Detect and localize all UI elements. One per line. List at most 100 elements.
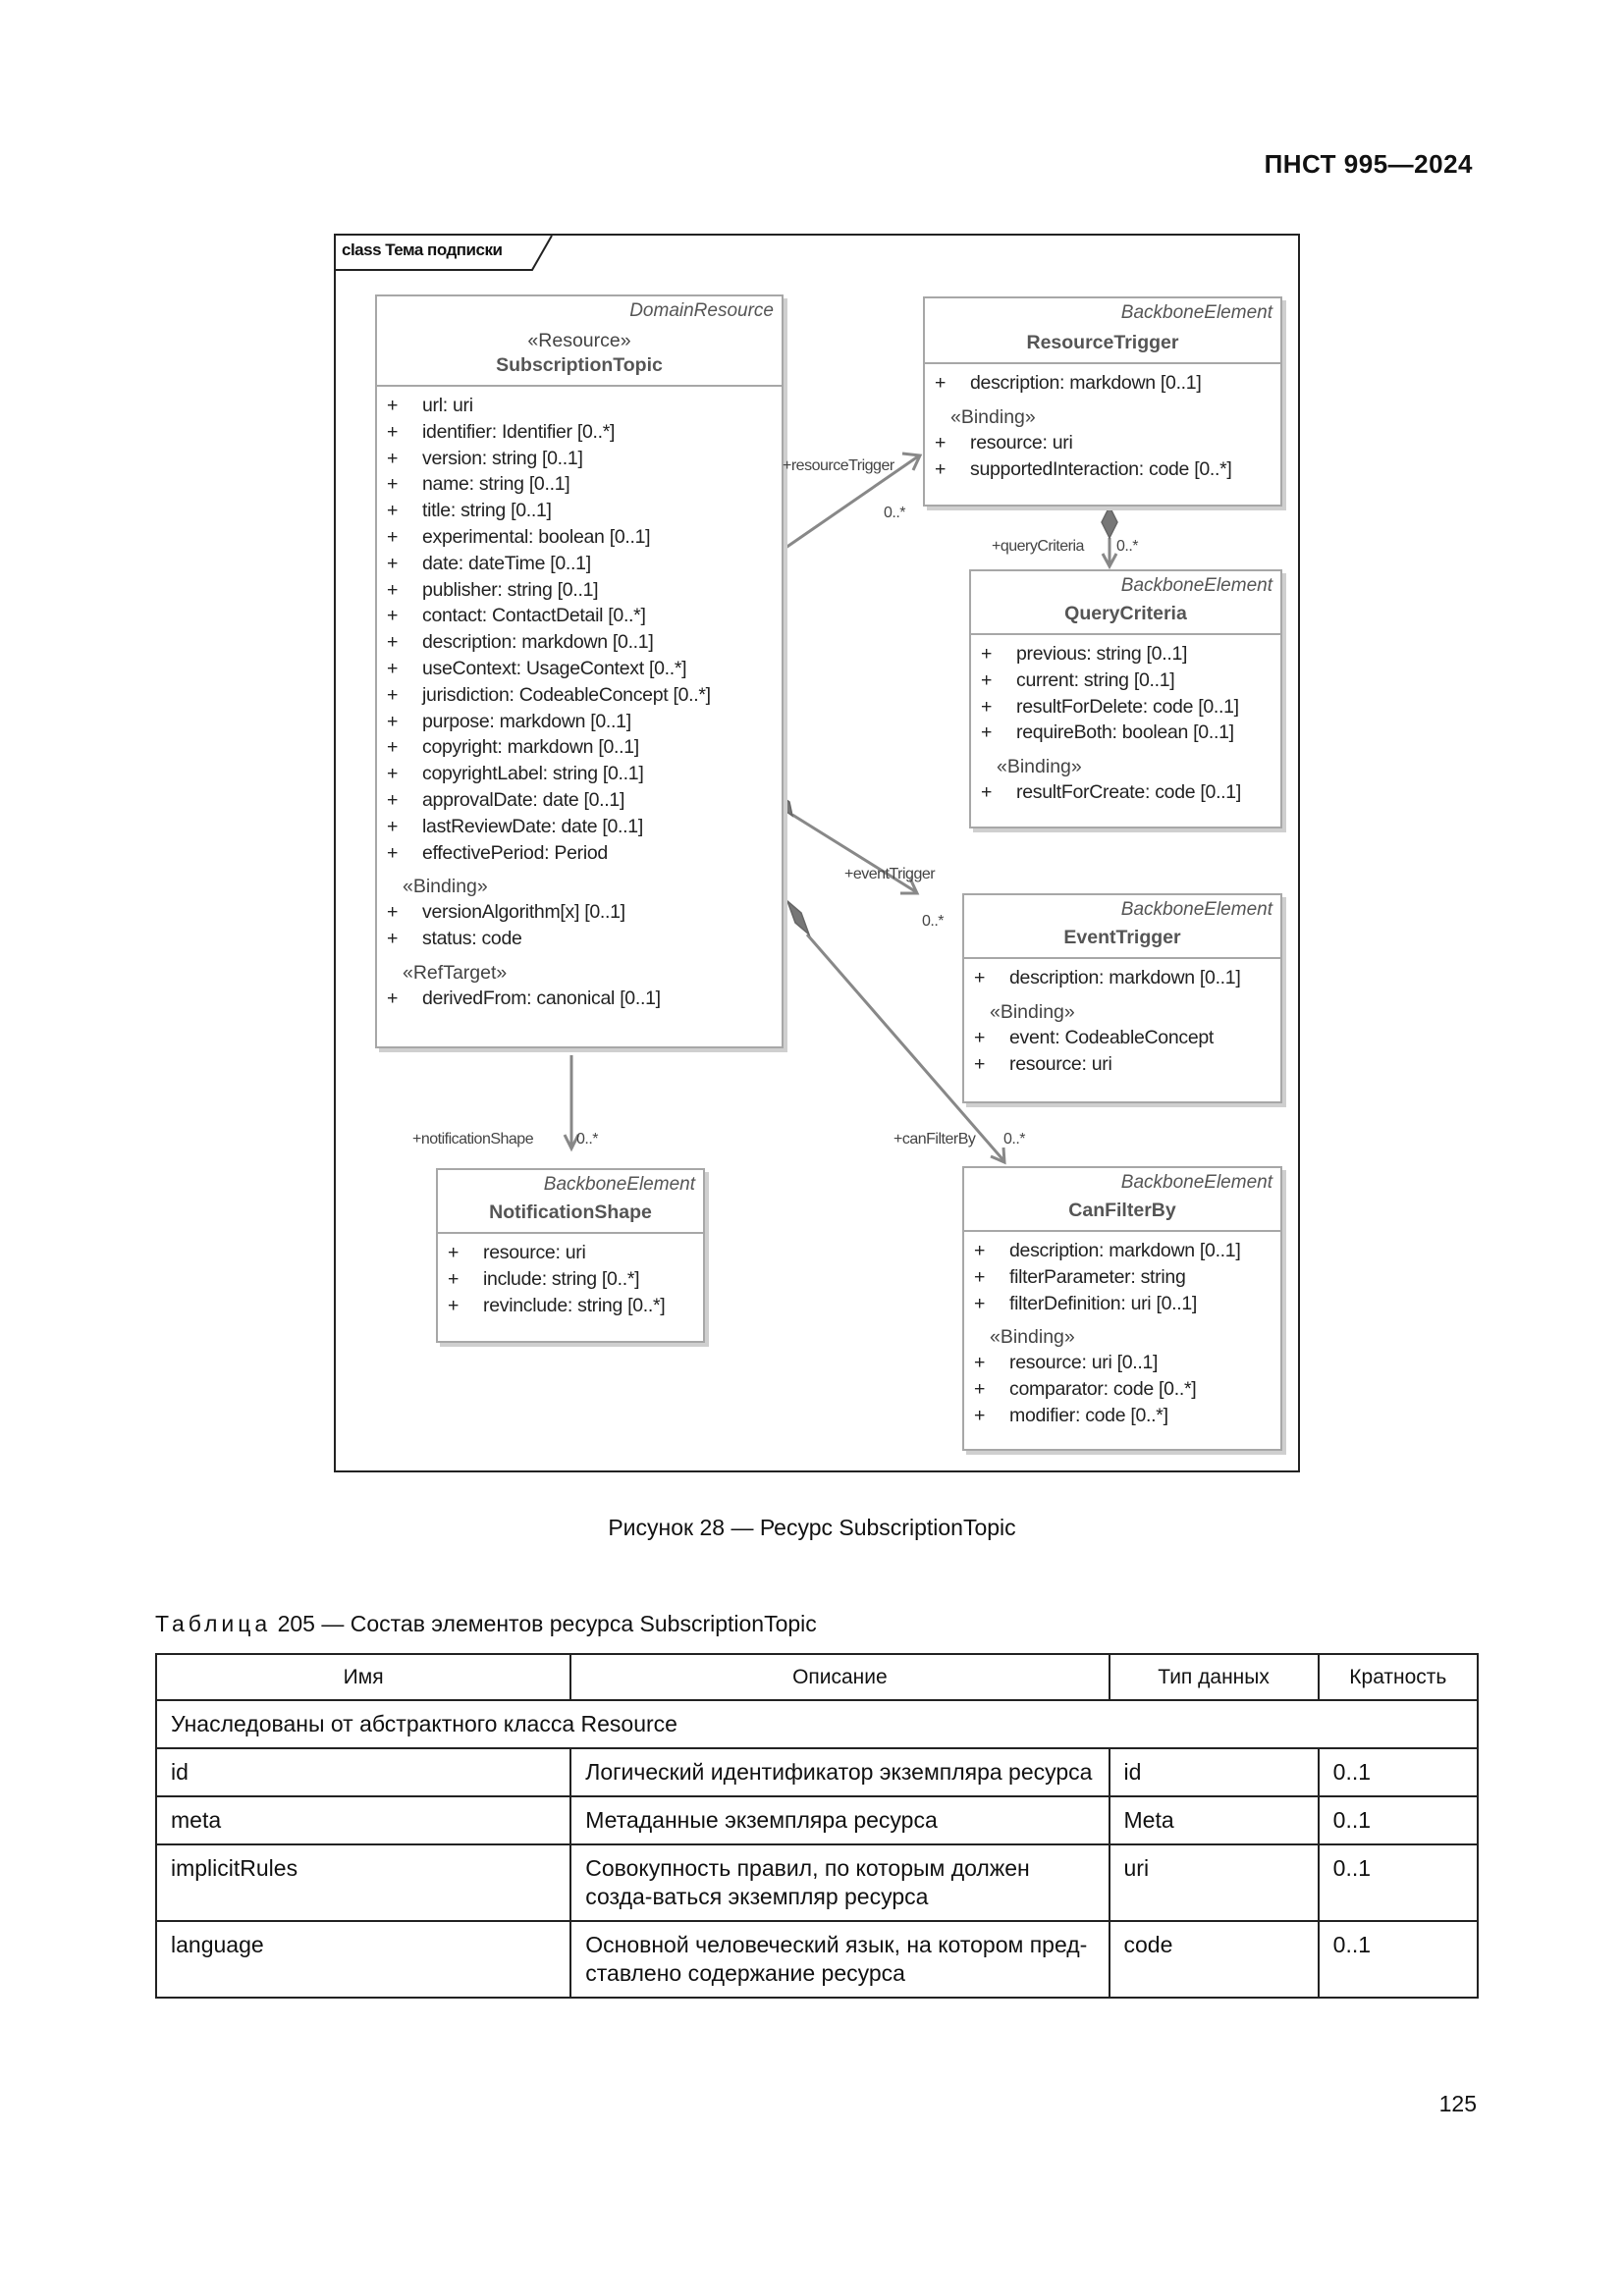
attribute-text: version: string [0..1] <box>422 447 583 469</box>
stereotype-label: «Resource» <box>527 330 631 351</box>
class-attribute: +title: string [0..1] <box>385 498 774 524</box>
cell-description: Основной человеческий язык, на котором п… <box>569 1920 1110 1999</box>
diagram-frame-label: class Тема подписки <box>342 240 503 259</box>
visibility-marker: + <box>387 447 399 469</box>
attribute-text: jurisdiction: CodeableConcept [0..*] <box>422 683 711 706</box>
class-attribute: +url: uri <box>385 393 774 419</box>
visibility-marker: + <box>935 431 947 454</box>
attribute-text: filterDefinition: uri [0..1] <box>1009 1292 1198 1314</box>
class-attributes: + description: markdown [0..1] «Binding»+e… <box>964 959 1280 1083</box>
class-attribute: + current: string [0..1] <box>979 667 1272 694</box>
class-resource-trigger: BackboneElement ResourceTrigger +descrip… <box>923 296 1282 507</box>
class-name: QueryCriteria <box>1064 603 1187 624</box>
table-title: Таблица 205 — Состав элементов ресурса S… <box>155 1611 817 1637</box>
class-query-criteria: BackboneElement QueryCriteria +previous:… <box>969 569 1282 828</box>
class-attribute: +revinclude: string [0..*] <box>446 1293 695 1319</box>
class-attribute: +description: markdown [0..1] <box>933 370 1272 397</box>
attribute-text: useContext: UsageContext [0..*] <box>422 657 687 679</box>
attribute-text: copyrightLabel: string [0..1] <box>422 763 644 785</box>
document-code: ПНСТ 995—2024 <box>1264 149 1473 179</box>
attribute-text: resultForCreate: code [0..1] <box>1016 781 1241 804</box>
attribute-text: lastReviewDate: date [0..1] <box>422 815 643 837</box>
class-attribute: + copyrightLabel: string [0..1] <box>385 761 774 787</box>
attribute-text: contact: ContactDetail [0..*] <box>422 605 646 627</box>
multiplicity-label-query-criteria: 0..* <box>1116 538 1139 555</box>
class-attribute: +resultForCreate: code [0..1] <box>979 779 1272 806</box>
visibility-marker: + <box>981 643 993 665</box>
class-attribute: +description: markdown [0..1] <box>972 1238 1272 1264</box>
cell-description: Логический идентификатор экземпляра ресу… <box>569 1747 1110 1797</box>
class-attribute: +include: string [0..*] <box>446 1266 695 1293</box>
class-attribute: +purpose: markdown [0..1] <box>385 709 774 735</box>
visibility-marker: + <box>974 1265 986 1288</box>
visibility-marker: + <box>387 631 399 654</box>
uml-diagram-frame: class Тема подписки <box>334 234 1300 1472</box>
attribute-text: status: code <box>422 928 522 950</box>
class-name: SubscriptionTopic <box>496 354 663 376</box>
cell-data-type: code <box>1108 1920 1320 1999</box>
class-attribute: +effectivePeriod: Period <box>385 840 774 867</box>
class-header: DomainResource «Resource» SubscriptionTo… <box>377 296 782 387</box>
header-data-type: Тип данных <box>1108 1653 1320 1701</box>
class-attribute: +name: string [0..1] <box>385 471 774 498</box>
class-attribute: +modifier: code [0..*] <box>972 1403 1272 1429</box>
visibility-marker: + <box>974 1052 986 1075</box>
attribute-text: approvalDate: date [0..1] <box>422 788 625 811</box>
class-attribute: + versionAlgorithm[x] [0..1] <box>385 899 774 926</box>
attribute-text: experimental: boolean [0..1] <box>422 525 651 548</box>
class-attribute: +date: dateTime [0..1] <box>385 551 774 577</box>
attribute-text: identifier: Identifier [0..*] <box>422 420 616 443</box>
visibility-marker: + <box>387 657 399 679</box>
table-group-row: Унаследованы от абстрактного класса Reso… <box>155 1699 1479 1749</box>
visibility-marker: + <box>387 901 399 924</box>
visibility-marker: + <box>387 841 399 864</box>
class-attribute: +comparator: code [0..*] <box>972 1376 1272 1403</box>
visibility-marker: + <box>448 1242 460 1263</box>
attribute-text: current: string [0..1] <box>1016 668 1175 691</box>
cell-data-type: id <box>1108 1747 1320 1797</box>
stereotype-group-label: «Binding» <box>990 1000 1075 1023</box>
attribute-text: date: dateTime [0..1] <box>422 552 591 574</box>
visibility-marker: + <box>387 420 399 443</box>
attribute-text: resource: uri <box>970 431 1073 454</box>
class-attribute: +status: code <box>385 926 774 952</box>
class-attribute: +publisher: string [0..1] <box>385 577 774 604</box>
cell-name: meta <box>154 1795 572 1845</box>
class-attribute: +resource: uri [0..1] <box>972 1350 1272 1376</box>
class-header: BackboneElement NotificationShape <box>438 1170 703 1234</box>
table-header-row: Имя Описание Тип данных Кратность <box>154 1653 1480 1701</box>
attribute-text: description: markdown [0..1] <box>422 631 654 654</box>
class-subscription-topic: DomainResource «Resource» SubscriptionTo… <box>375 294 784 1048</box>
class-attribute: +requireBoth: boolean [0..1] <box>979 720 1272 746</box>
elements-table: Имя Описание Тип данных Кратность Унасле… <box>154 1653 1480 1999</box>
group-row-cell: Унаследованы от абстрактного класса Reso… <box>155 1699 1479 1749</box>
table-label: Таблица <box>155 1611 272 1636</box>
visibility-marker: + <box>974 1026 986 1048</box>
visibility-marker: + <box>974 1404 986 1426</box>
attribute-text: name: string [0..1] <box>422 473 570 496</box>
multiplicity-label-can-filter-by: 0..* <box>1003 1131 1026 1148</box>
class-attribute: +filterDefinition: uri [0..1] <box>972 1291 1272 1317</box>
parent-class-label: DomainResource <box>629 300 774 321</box>
attribute-text: previous: string [0..1] <box>1016 643 1188 665</box>
class-attribute: +event: CodeableConcept <box>972 1025 1272 1051</box>
attribute-text: versionAlgorithm[x] [0..1] <box>422 901 625 924</box>
class-attribute: +experimental: boolean [0..1] <box>385 524 774 551</box>
header-cardinality: Кратность <box>1317 1653 1480 1701</box>
attribute-text: derivedFrom: canonical [0..1] <box>422 987 661 1009</box>
multiplicity-label-notification-shape: 0..* <box>576 1131 599 1148</box>
visibility-marker: + <box>387 788 399 811</box>
role-label-resource-trigger: +resourceTrigger <box>783 457 894 474</box>
class-attributes: + previous: string [0..1] + current: string… <box>971 635 1280 812</box>
visibility-marker: + <box>981 668 993 691</box>
visibility-marker: + <box>387 683 399 706</box>
class-attribute: +filterParameter: string <box>972 1264 1272 1291</box>
visibility-marker: + <box>981 721 993 744</box>
role-label-notification-shape: +notificationShape <box>412 1131 534 1148</box>
visibility-marker: + <box>448 1267 460 1290</box>
visibility-marker: + <box>387 763 399 785</box>
attribute-text: description: markdown [0..1] <box>1009 967 1241 988</box>
class-event-trigger: BackboneElement EventTrigger +descriptio… <box>962 893 1282 1103</box>
